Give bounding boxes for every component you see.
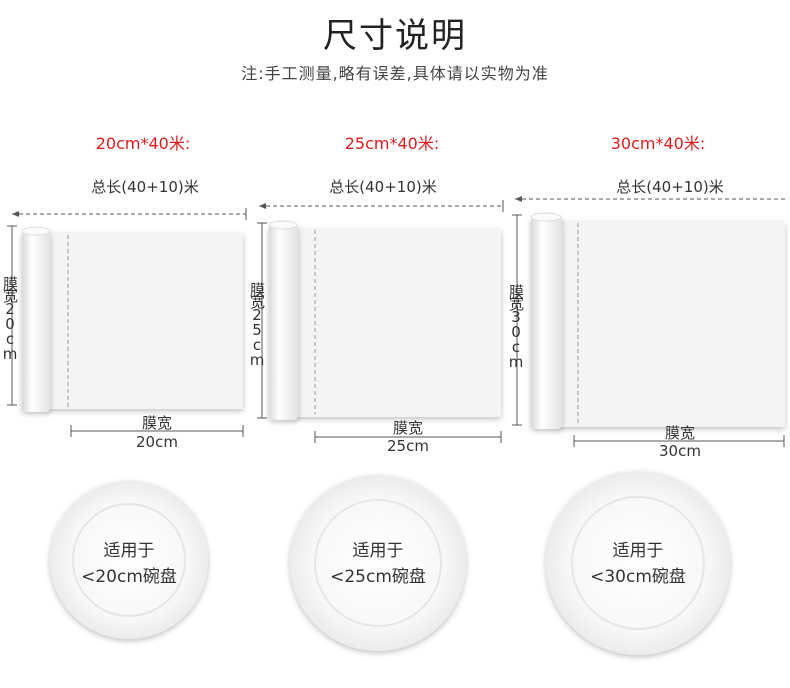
plate-text-25cm: 适用于 <25cm碗盘 bbox=[313, 538, 443, 590]
roll-diagram-25cm bbox=[257, 200, 504, 443]
bottom-width-value-30cm: 30cm bbox=[659, 442, 701, 460]
length-label-30cm: 总长(40+10)米 bbox=[616, 178, 724, 196]
plate-25cm bbox=[290, 475, 466, 651]
plate-30cm bbox=[546, 471, 730, 655]
length-label-20cm: 总长(40+10)米 bbox=[91, 178, 199, 196]
plate-line1-30cm: 适用于 bbox=[612, 541, 664, 561]
spec-label-25cm: 25cm*40米: bbox=[344, 134, 440, 153]
plate-line2-25cm: <25cm碗盘 bbox=[330, 567, 426, 587]
bottom-width-title-30cm: 膜宽 bbox=[664, 424, 695, 442]
bottom-width-value-25cm: 25cm bbox=[387, 437, 429, 455]
side-width-label-20cm: 膜宽20cm bbox=[1, 276, 19, 360]
plate-line1-20cm: 适用于 bbox=[103, 541, 155, 561]
roll-diagram-20cm bbox=[7, 208, 247, 437]
plate-text-20cm: 适用于 <20cm碗盘 bbox=[69, 538, 189, 590]
plate-line2-30cm: <30cm碗盘 bbox=[590, 567, 686, 587]
bottom-width-title-20cm: 膜宽 bbox=[141, 414, 172, 432]
plate-20cm bbox=[50, 481, 208, 639]
length-label-25cm: 总长(40+10)米 bbox=[329, 178, 437, 196]
plate-text-30cm: 适用于 <30cm碗盘 bbox=[573, 538, 703, 590]
plate-line2-20cm: <20cm碗盘 bbox=[81, 567, 177, 587]
side-width-label-25cm: 膜宽25cm bbox=[248, 282, 266, 366]
roll-diagram-30cm bbox=[512, 196, 786, 447]
side-width-label-30cm: 膜宽30cm bbox=[507, 284, 525, 368]
bottom-width-title-25cm: 膜宽 bbox=[392, 419, 423, 437]
page-title: 尺寸说明 bbox=[323, 16, 467, 56]
plate-line1-25cm: 适用于 bbox=[352, 541, 404, 561]
bottom-width-value-20cm: 20cm bbox=[136, 433, 178, 451]
spec-label-20cm: 20cm*40米: bbox=[95, 134, 191, 153]
spec-label-30cm: 30cm*40米: bbox=[610, 134, 706, 153]
measurement-note: 注:手工测量,略有误差,具体请以实物为准 bbox=[241, 64, 549, 83]
